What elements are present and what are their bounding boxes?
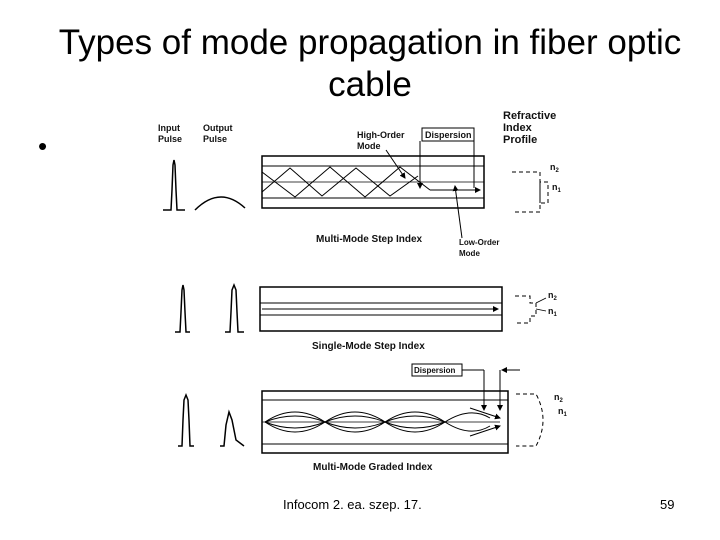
n2-label-a: n2 <box>550 162 560 174</box>
input-pulse-label: Input <box>158 123 180 133</box>
dispersion-box-top <box>421 127 475 142</box>
singlemode-step-fiber <box>259 286 503 332</box>
n1-label-c: n1 <box>558 406 568 418</box>
high-order-ray <box>261 166 431 198</box>
output-pulse-label: Output <box>203 123 233 133</box>
high-order-mode-label-2: Mode <box>357 141 381 151</box>
page-number: 59 <box>660 497 675 512</box>
footer-text: Infocom 2. ea. szep. 17. <box>283 497 422 512</box>
dispersion-label-top: Dispersion <box>425 130 472 140</box>
multimode-graded-caption: Multi-Mode Graded Index <box>313 462 433 473</box>
n1-label-a: n1 <box>552 182 562 194</box>
output-pulse-step <box>194 196 246 211</box>
index-profile-single <box>515 295 537 324</box>
input-pulse-label-2: Pulse <box>158 134 182 144</box>
high-order-mode-label: High-Order <box>357 130 405 140</box>
graded-rays <box>264 411 491 433</box>
bullet-point: • <box>38 131 48 161</box>
input-pulse-single <box>175 284 190 333</box>
index-profile-step <box>512 171 549 213</box>
low-order-mode-label-2: Mode <box>459 249 480 258</box>
input-pulse-step <box>163 159 185 211</box>
refractive-index-label-2: Index <box>503 122 533 134</box>
singlemode-step-caption: Single-Mode Step Index <box>312 341 425 352</box>
index-profile-graded <box>516 393 544 447</box>
dispersion-label-bottom: Dispersion <box>414 366 455 375</box>
n2-label-c: n2 <box>554 392 564 404</box>
slide-title: Types of mode propagation in fiber optic… <box>58 23 682 104</box>
output-pulse-graded <box>220 409 245 447</box>
multimode-step-caption: Multi-Mode Step Index <box>316 234 423 245</box>
input-pulse-graded <box>178 392 194 447</box>
n2-label-b: n2 <box>548 290 558 302</box>
refractive-index-label-3: Profile <box>503 134 537 146</box>
refractive-index-label: Refractive <box>503 110 556 122</box>
low-order-mode-label: Low-Order <box>459 238 499 247</box>
output-pulse-label-2: Pulse <box>203 134 227 144</box>
n1-label-b: n1 <box>548 306 558 318</box>
output-pulse-single <box>225 282 244 333</box>
